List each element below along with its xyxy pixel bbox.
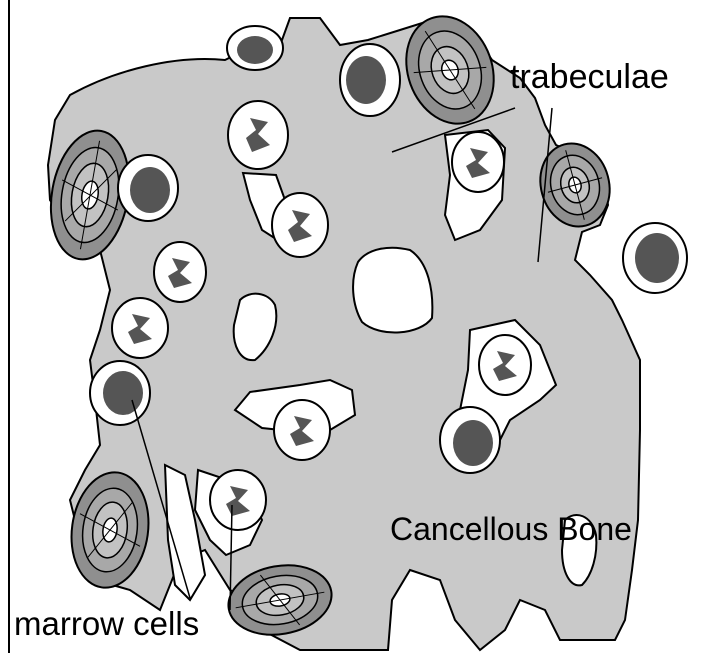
bone-cavity [353,248,432,333]
marrow-cell-dark [623,223,687,293]
marrow-cell-dark [340,44,400,116]
marrow-cell-lobed [274,400,330,460]
marrow-cell-lobed [479,335,531,395]
marrow-cell-lobed [154,242,206,302]
marrow-cell-dark [90,361,150,425]
marrow-cell-dark [440,407,500,473]
marrow-cell-dark [227,26,283,70]
marrow-cell-lobed [112,298,168,358]
trabeculae-label: trabeculae [510,58,669,96]
marrow-cell-lobed [272,193,328,257]
marrow-cell-lobed [452,132,504,192]
marrow-cell-lobed [210,470,266,530]
marrow-cell-lobed [228,101,288,169]
marrow-cells-label: marrow cells [14,605,199,642]
cancellous-bone-label: Cancellous Bone [390,511,632,547]
marrow-cell-dark [118,155,178,221]
